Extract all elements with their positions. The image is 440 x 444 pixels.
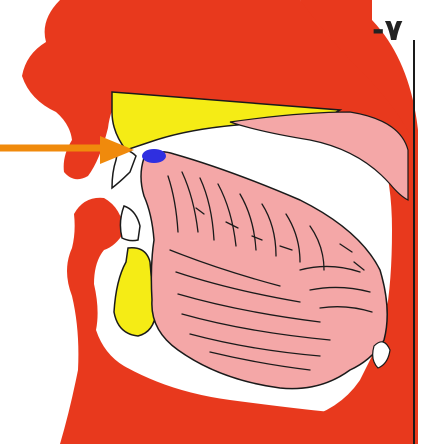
tongue-muscle-fibers — [167, 171, 373, 371]
upper-lip-nose — [22, 0, 410, 180]
lower-lip-jaw — [60, 197, 330, 444]
arrow-right-icon — [0, 136, 134, 164]
lower-incisor — [119, 205, 141, 242]
tongue — [140, 151, 388, 390]
lower-jaw-bone — [113, 247, 157, 337]
soft-palate — [229, 111, 409, 201]
contact-point — [142, 149, 166, 163]
figure-number-label: -٧ — [372, 13, 403, 48]
epiglottis — [372, 341, 391, 369]
